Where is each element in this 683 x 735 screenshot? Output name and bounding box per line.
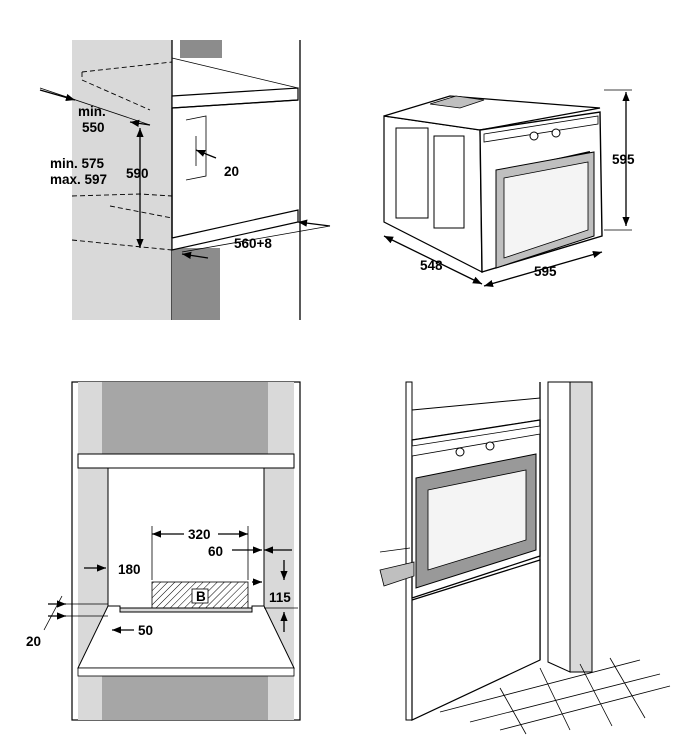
label-min-550: 550: [82, 120, 105, 135]
panel-oven-dimensions: 595 548 595: [383, 89, 635, 287]
label-20: 20: [26, 634, 41, 649]
label-180: 180: [118, 562, 141, 577]
label-50: 50: [138, 623, 153, 638]
label-area-b: B: [196, 589, 206, 604]
cabinet-base-block: [172, 248, 220, 320]
label-width-560: 560+8: [234, 236, 272, 251]
label-min: min.: [78, 104, 106, 119]
label-oven-width: 595: [534, 264, 557, 279]
label-gap-20: 20: [224, 164, 239, 179]
label-320: 320: [188, 527, 211, 542]
label-oven-depth: 548: [420, 258, 443, 273]
panel-niche-install: min. 550 min. 575 max. 597 590 20 560+8: [39, 40, 331, 320]
label-max-597: max. 597: [50, 172, 107, 187]
panel-niche-front: 320 60 180 B 115 20 50: [26, 381, 301, 721]
label-60: 60: [208, 544, 223, 559]
label-115: 115: [269, 590, 291, 605]
label-min-575: min. 575: [50, 156, 105, 171]
panel-installed-oven: [379, 381, 671, 735]
label-oven-height: 595: [612, 152, 635, 167]
label-height-590: 590: [126, 166, 149, 181]
